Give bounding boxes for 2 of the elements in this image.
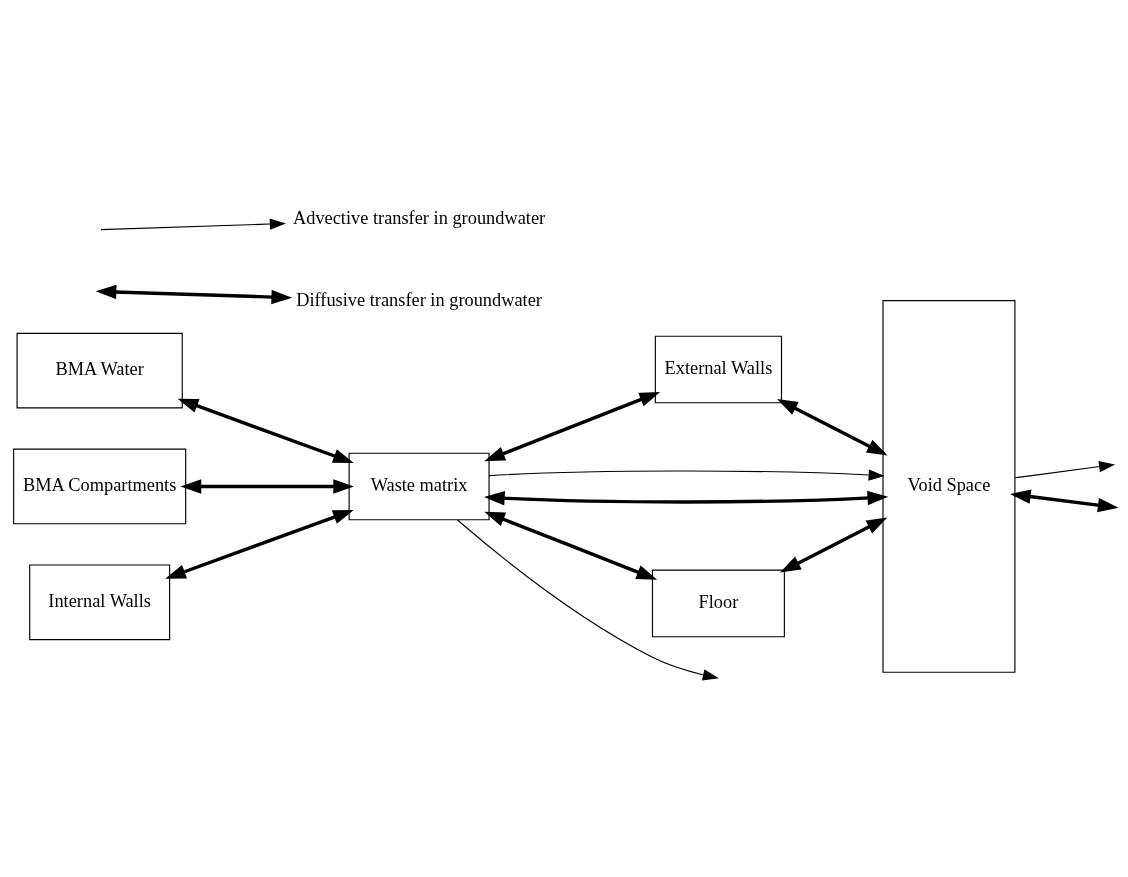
legend-label: Advective transfer in groundwater bbox=[293, 207, 546, 228]
legend-label: Diffusive transfer in groundwater bbox=[296, 290, 542, 311]
